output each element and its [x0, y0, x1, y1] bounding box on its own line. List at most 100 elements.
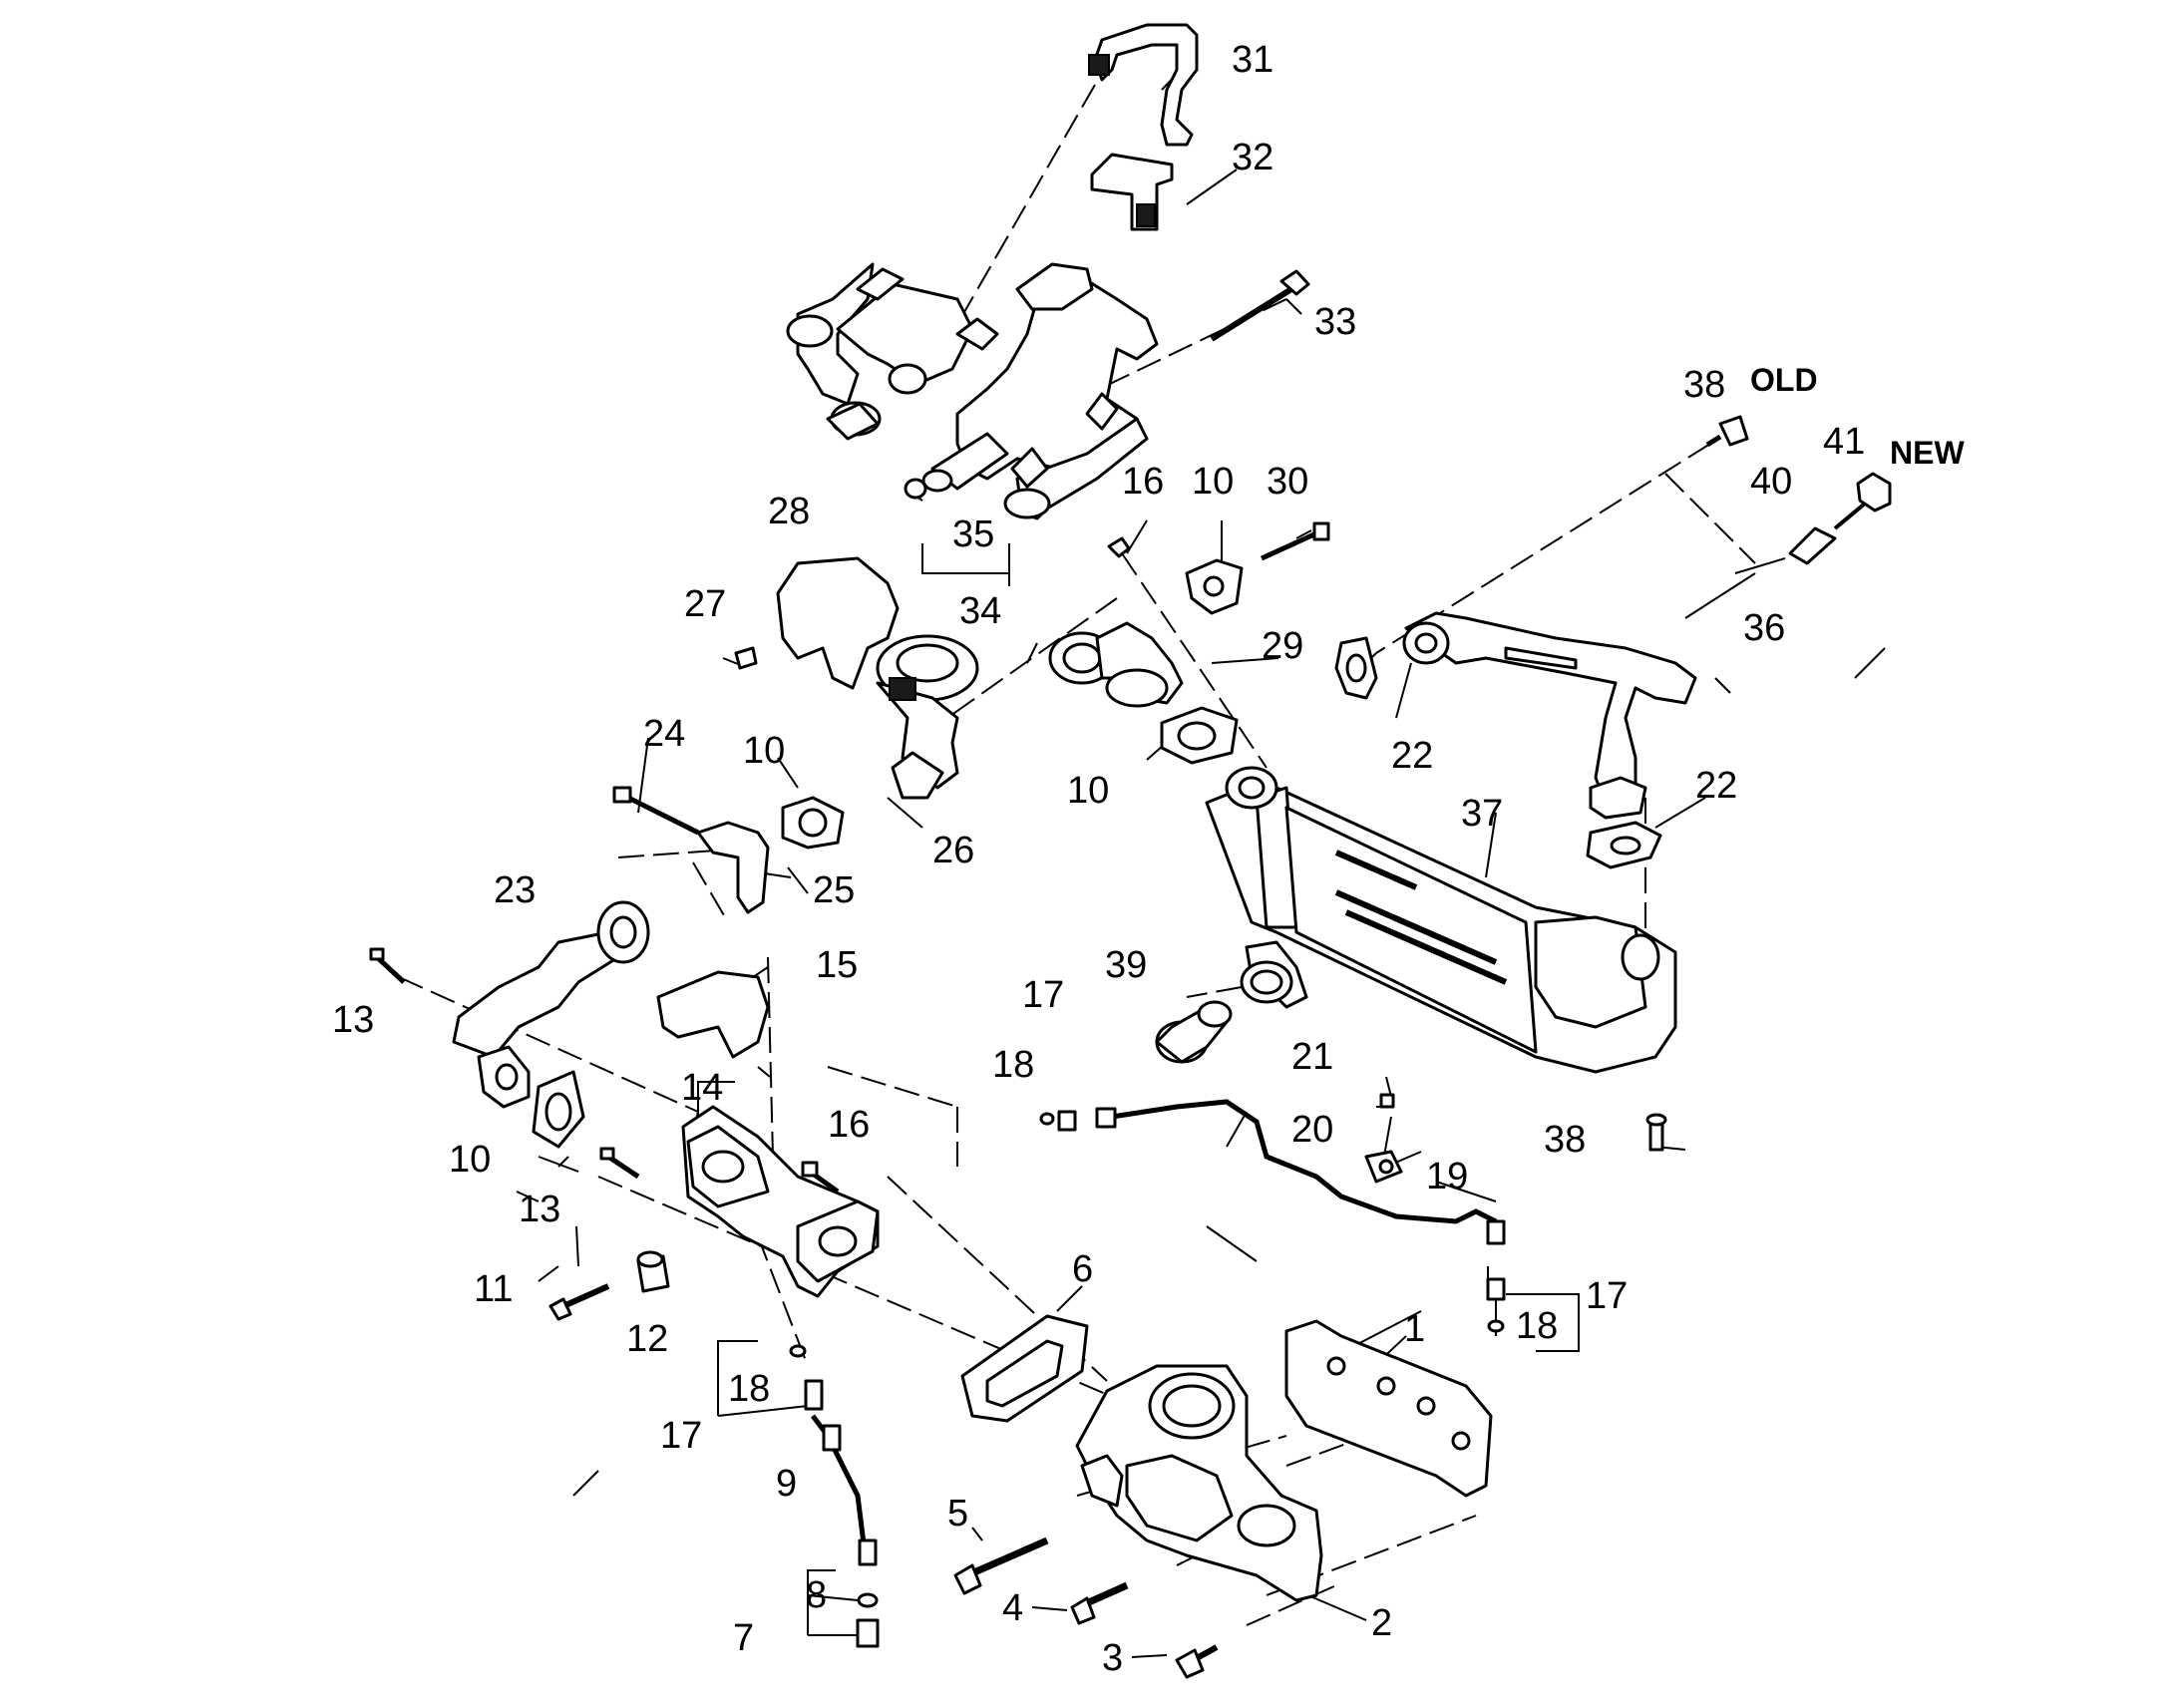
part-10-gasket-top — [1185, 558, 1244, 615]
callout-18-right: 18 — [1516, 1305, 1558, 1347]
part-3-bolt — [1175, 1644, 1219, 1679]
callout-10-mid: 10 — [1067, 770, 1109, 812]
part-14-cooler-housing — [681, 1105, 880, 1298]
part-38-bolt-upper — [1705, 415, 1749, 448]
callout-17-mid: 17 — [1022, 974, 1064, 1016]
part-20-clamp — [1364, 1150, 1403, 1184]
callout-24: 24 — [643, 713, 685, 755]
part-22-gasket-lower — [1586, 821, 1662, 869]
callout-34: 34 — [959, 590, 1001, 632]
part-22-gasket-upper — [1334, 636, 1378, 700]
callout-30: 30 — [1267, 461, 1308, 503]
part-7-fitting — [856, 1618, 880, 1648]
callout-10-left: 10 — [743, 730, 785, 772]
part-19-tube — [1039, 1099, 1506, 1333]
part-10-gasket-lower — [532, 1070, 585, 1149]
part-28-heat-shield — [776, 556, 900, 690]
callout-7: 7 — [733, 1617, 754, 1659]
part-9-tube — [804, 1379, 878, 1566]
part-6-gasket — [960, 1314, 1089, 1423]
callout-5: 5 — [947, 1493, 968, 1535]
callout-17-right: 17 — [1586, 1275, 1628, 1317]
callout-41: 41 — [1823, 421, 1865, 463]
callout-26: 26 — [932, 830, 974, 871]
callout-1: 1 — [1404, 1308, 1425, 1350]
callout-38-upper: 38 — [1683, 364, 1725, 406]
part-10-gasket-mid — [1160, 706, 1239, 765]
callout-16-top: 16 — [1122, 461, 1164, 503]
part-40-stud — [1788, 502, 1867, 565]
note-new: NEW — [1890, 435, 1965, 471]
callout-21: 21 — [1291, 1036, 1333, 1078]
part-26-egr-valve — [876, 634, 979, 800]
part-37-egr-cooler — [1205, 766, 1677, 1074]
callout-12: 12 — [626, 1318, 668, 1360]
part-34-mounting-bracket — [786, 262, 1159, 520]
part-13-stud-lower — [599, 1147, 640, 1180]
callout-23: 23 — [494, 869, 536, 911]
callout-2: 2 — [1371, 1602, 1392, 1644]
callout-11: 11 — [474, 1268, 513, 1310]
part-41-nut — [1856, 472, 1892, 512]
callout-19: 19 — [1426, 1156, 1468, 1197]
callout-35: 35 — [952, 513, 994, 555]
callout-33: 33 — [1314, 301, 1356, 343]
note-old: OLD — [1750, 362, 1818, 398]
part-23-pipe — [452, 900, 650, 1109]
callout-27: 27 — [684, 583, 726, 625]
part-29-elbow-pipe — [1048, 621, 1184, 708]
part-13-stud-upper — [369, 947, 406, 984]
callout-10-lower: 10 — [449, 1139, 491, 1181]
part-38-bolt-lower — [1645, 1113, 1667, 1152]
part-18-washer-a — [789, 1344, 807, 1358]
callout-22-upper: 22 — [1391, 735, 1433, 777]
part-24-bolt — [612, 786, 700, 836]
part-5-bolt — [953, 1537, 1049, 1595]
callout-22-lower: 22 — [1695, 765, 1737, 807]
callout-13-upper: 13 — [332, 999, 374, 1041]
part-1-manifold-gasket — [1284, 1319, 1493, 1498]
part-33-bolt — [1210, 269, 1310, 342]
part-37-outlet-ring — [1240, 960, 1293, 1004]
part-12-spacer — [636, 1250, 670, 1293]
callout-28: 28 — [768, 491, 810, 532]
callout-39: 39 — [1105, 944, 1147, 986]
part-11-bolt — [548, 1283, 610, 1321]
part-4-bolt — [1070, 1581, 1129, 1625]
callout-3: 3 — [1102, 1637, 1123, 1679]
callout-4: 4 — [1002, 1587, 1023, 1629]
callout-25: 25 — [813, 869, 855, 911]
part-39-sleeve — [1155, 1000, 1233, 1064]
part-21-bolt — [1379, 1093, 1395, 1109]
part-36-pipe — [1402, 611, 1697, 820]
callout-14: 14 — [681, 1067, 723, 1109]
callout-38-lower: 38 — [1544, 1119, 1586, 1161]
part-25-bracket — [696, 821, 770, 914]
callout-9: 9 — [776, 1463, 797, 1505]
callout-18-left: 18 — [728, 1368, 770, 1410]
part-16-bolt-lower — [801, 1161, 840, 1195]
callout-37: 37 — [1461, 793, 1503, 835]
callout-31: 31 — [1232, 39, 1273, 81]
part-27-bolt — [734, 646, 758, 670]
callout-6: 6 — [1072, 1248, 1093, 1290]
part-16-clip-top — [1107, 536, 1131, 558]
callout-8: 8 — [806, 1574, 827, 1616]
callout-18-mid: 18 — [992, 1044, 1034, 1086]
callout-labels: 1 2 3 4 5 6 7 8 9 10 10 10 10 11 12 13 1… — [332, 39, 1965, 1679]
part-2-egr-housing — [1075, 1364, 1323, 1602]
part-31-bracket — [1088, 23, 1199, 147]
part-15-shield — [656, 970, 770, 1059]
callout-15: 15 — [816, 944, 858, 986]
callout-40: 40 — [1750, 461, 1792, 503]
part-32-bracket — [1090, 153, 1174, 231]
part-35-nut — [904, 478, 927, 500]
callout-13-lower: 13 — [519, 1189, 560, 1230]
callout-16-lower: 16 — [828, 1104, 870, 1146]
callout-17-left: 17 — [660, 1415, 702, 1457]
part-40-41-link — [1734, 557, 1786, 574]
part-10-gasket-left — [781, 796, 845, 850]
part-30-bolt — [1260, 521, 1330, 561]
